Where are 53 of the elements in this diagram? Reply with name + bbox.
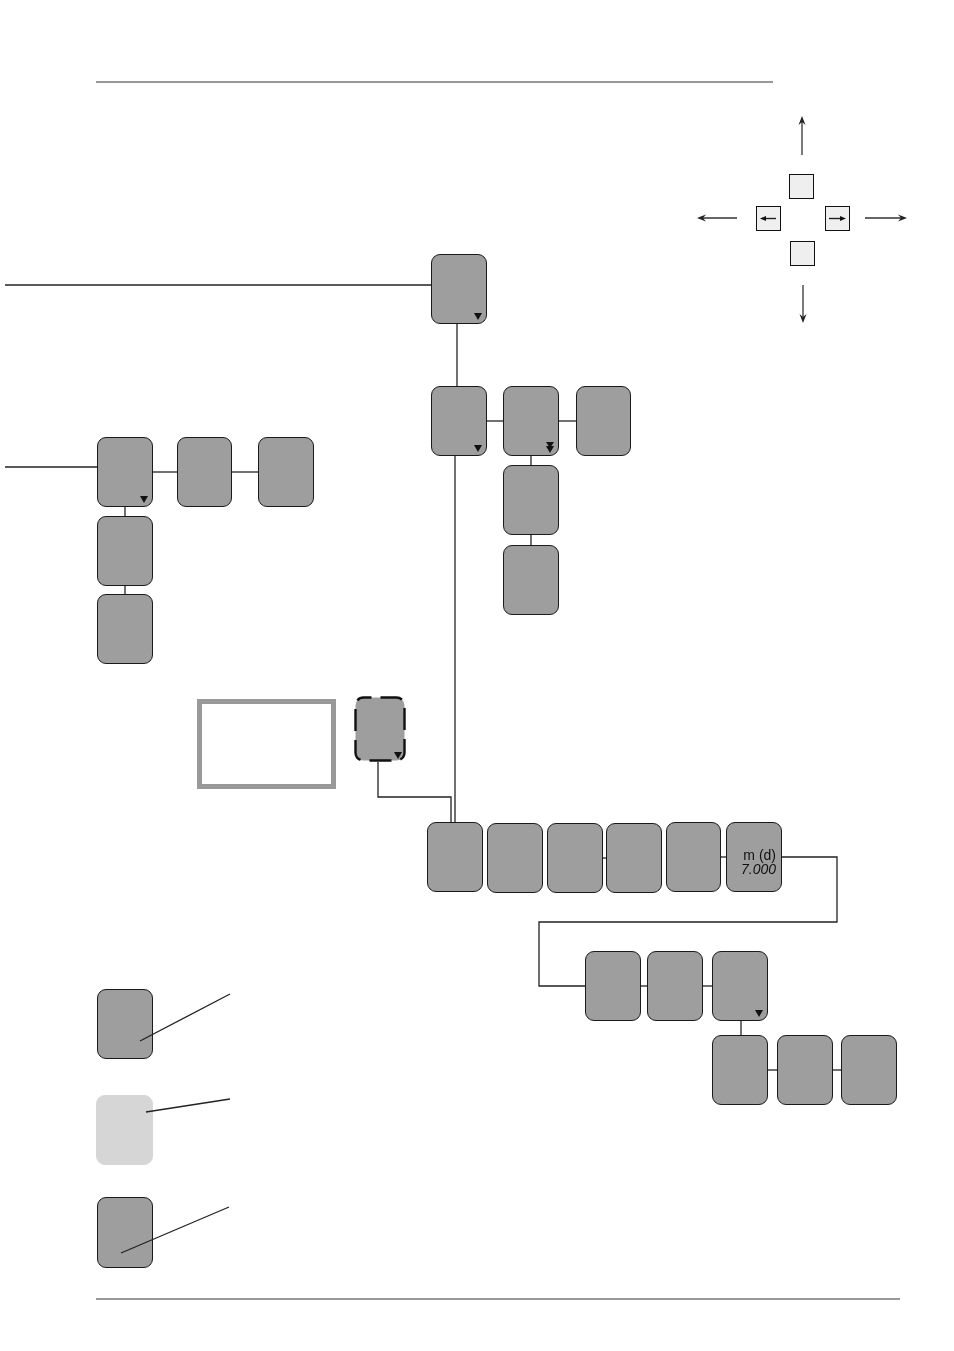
menu-box [666,822,721,892]
connector-line [558,420,577,422]
menu-box [547,823,603,893]
menu-box [97,594,153,664]
menu-box [503,386,559,456]
connector-line [702,985,713,987]
menu-box [712,951,768,1021]
connector-line [530,534,532,546]
menu-box [503,465,559,535]
menu-box [258,437,314,507]
menu-box [576,386,631,456]
connector-line [640,985,648,987]
connector-line [124,506,126,517]
connector-line [486,420,504,422]
connector-line [602,857,607,859]
connector-line [456,323,458,387]
menu-box [97,989,153,1059]
connector-line [530,455,532,466]
menu-box [647,951,703,1021]
menu-box [431,254,487,324]
menu-box [177,437,232,507]
menu-box [585,951,641,1021]
menu-box [487,823,543,893]
parameter-value: 7.000 [740,862,776,876]
connector-line [124,585,126,595]
menu-box [431,386,487,456]
menu-box [427,822,483,892]
connector-line [152,471,178,473]
connector-line [454,455,456,823]
connector-line [4,466,98,468]
connector-line [538,856,838,987]
menu-box [97,516,153,586]
menu-box [503,545,559,615]
menu-box [354,696,406,762]
connector-line [4,284,432,286]
connector-line [720,856,727,858]
leader-line [139,993,231,1042]
menu-box [712,1035,768,1105]
menu-box [606,823,662,893]
parameter-label: m (d) [743,848,776,862]
connector-line [377,761,452,823]
leader-line [120,1206,230,1254]
menu-box [96,1095,153,1165]
connector-line [767,1069,778,1071]
menu-box [97,437,153,507]
connector-line [740,1020,742,1036]
menu-box [726,822,782,892]
menu-box [841,1035,897,1105]
leader-line [145,1098,231,1113]
connector-line [832,1069,842,1071]
menu-box [97,1197,153,1268]
menu-box [777,1035,833,1105]
connector-line [231,471,259,473]
